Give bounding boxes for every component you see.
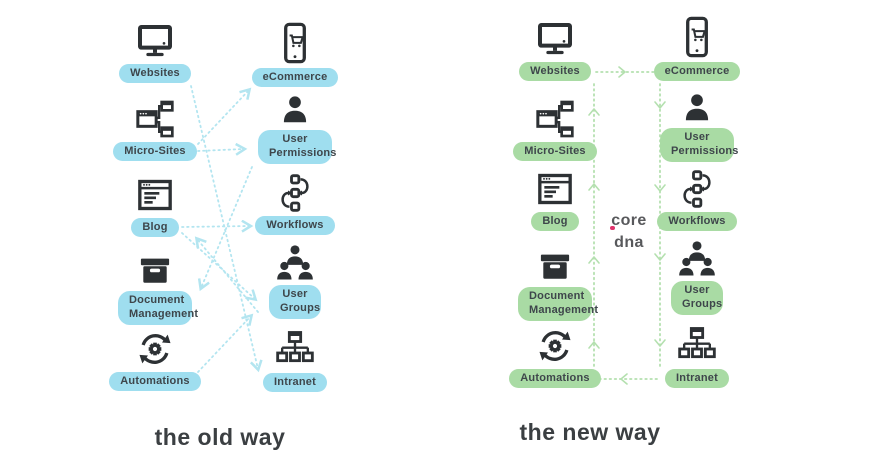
node-new-microsites: Micro-Sites (495, 93, 615, 161)
new-way-arrowheads (588, 66, 666, 385)
browser-text-icon (535, 163, 575, 209)
sync-gear-icon (535, 320, 575, 366)
node-old-intranet: Intranet (235, 324, 355, 392)
sitemap-windows-icon (535, 93, 575, 139)
connection-blog-usergroups (181, 232, 255, 299)
pill-new-user-groups: User Groups (671, 281, 723, 315)
pill-new-ecommerce: eCommerce (653, 62, 741, 81)
connection-usergroups-blog (197, 239, 259, 313)
node-new-user-groups: User Groups (637, 232, 757, 315)
workflow-icon (677, 163, 717, 209)
workflow-icon (275, 167, 315, 213)
monitor-icon (135, 15, 175, 61)
node-new-intranet: Intranet (637, 320, 757, 388)
pill-old-intranet: Intranet (263, 373, 327, 392)
pill-old-user-permissions: User Permissions (258, 130, 336, 164)
browser-text-icon (135, 169, 175, 215)
pill-new-user-permissions: User Permissions (660, 128, 738, 162)
node-new-workflows: Workflows (637, 163, 757, 231)
old-way-connections (181, 85, 259, 373)
monitor-icon (535, 13, 575, 59)
pill-new-microsites: Micro-Sites (513, 142, 597, 161)
pill-old-microsites: Micro-Sites (113, 142, 197, 161)
archive-box-icon (537, 238, 573, 284)
user-group-icon (275, 236, 315, 282)
node-old-workflows: Workflows (235, 167, 355, 235)
pill-new-websites: Websites (519, 62, 591, 81)
pill-old-websites: Websites (119, 64, 191, 83)
coredna-logo-text: core dna (611, 212, 647, 251)
old-way-title: the old way (154, 424, 286, 450)
user-icon (679, 79, 715, 125)
node-new-ecommerce: eCommerce (637, 13, 757, 81)
logo-dot (610, 225, 615, 231)
connection-blog-workflows (181, 226, 250, 227)
node-old-microsites: Micro-Sites (95, 93, 215, 161)
node-old-ecommerce: eCommerce (235, 19, 355, 87)
sitemap-windows-icon (135, 93, 175, 139)
node-old-document-management: Document Management (95, 242, 215, 325)
new-way-connections (593, 71, 661, 380)
pill-old-automations: Automations (109, 372, 201, 391)
connection-userpermissions-documentmanagement (201, 166, 253, 288)
pill-new-document-management: Document Management (518, 287, 598, 321)
pill-new-workflows: Workflows (657, 212, 737, 231)
connection-microsites-ecommerce (197, 90, 249, 145)
node-new-websites: Websites (495, 13, 615, 81)
node-old-blog: Blog (95, 169, 215, 237)
node-new-user-permissions: User Permissions (637, 79, 757, 162)
pill-old-blog: Blog (131, 218, 179, 237)
pill-old-user-groups: User Groups (269, 285, 321, 319)
archive-box-icon (137, 242, 173, 288)
node-new-blog: Blog (495, 163, 615, 231)
org-chart-icon (677, 320, 717, 366)
mobile-cart-icon (277, 19, 313, 65)
node-old-websites: Websites (95, 15, 215, 83)
node-old-user-permissions: User Permissions (235, 81, 355, 164)
org-chart-icon (275, 324, 315, 370)
pill-new-intranet: Intranet (665, 369, 729, 388)
user-icon (277, 81, 313, 127)
node-old-user-groups: User Groups (235, 236, 355, 319)
node-old-automations: Automations (95, 323, 215, 391)
pill-new-blog: Blog (531, 212, 579, 231)
node-new-document-management: Document Management (495, 238, 615, 321)
pill-old-document-management: Document Management (118, 291, 198, 325)
new-way-title: the new way (519, 419, 661, 445)
sync-gear-icon (135, 323, 175, 369)
pill-old-workflows: Workflows (255, 216, 335, 235)
pill-new-automations: Automations (509, 369, 601, 388)
user-group-icon (677, 232, 717, 278)
mobile-cart-icon (679, 13, 715, 59)
pill-old-ecommerce: eCommerce (251, 68, 339, 87)
coredna-logo: core dna (598, 210, 660, 251)
node-new-automations: Automations (495, 320, 615, 388)
